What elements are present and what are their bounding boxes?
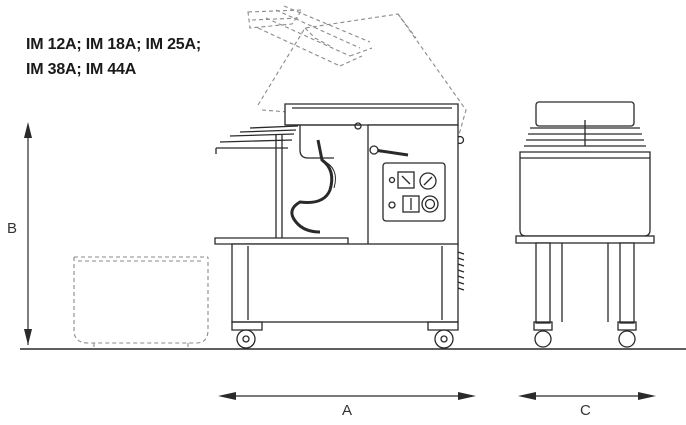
mixer-side-view: [214, 103, 465, 349]
mixer-front-view: [515, 101, 655, 348]
removed-bowl-ghost: [73, 256, 209, 349]
dimension-arrow-c: [518, 392, 656, 400]
dimension-arrow-b: [24, 122, 32, 345]
model-list-line-2: IM 38A; IM 44A: [26, 61, 137, 78]
dimension-label-b: B: [7, 220, 18, 237]
model-list-line-1: IM 12A; IM 18A; IM 25A;: [26, 36, 201, 53]
dimension-label-a: A: [342, 402, 353, 419]
dimension-label-c: C: [580, 402, 591, 419]
dimension-arrow-a: [218, 392, 476, 400]
